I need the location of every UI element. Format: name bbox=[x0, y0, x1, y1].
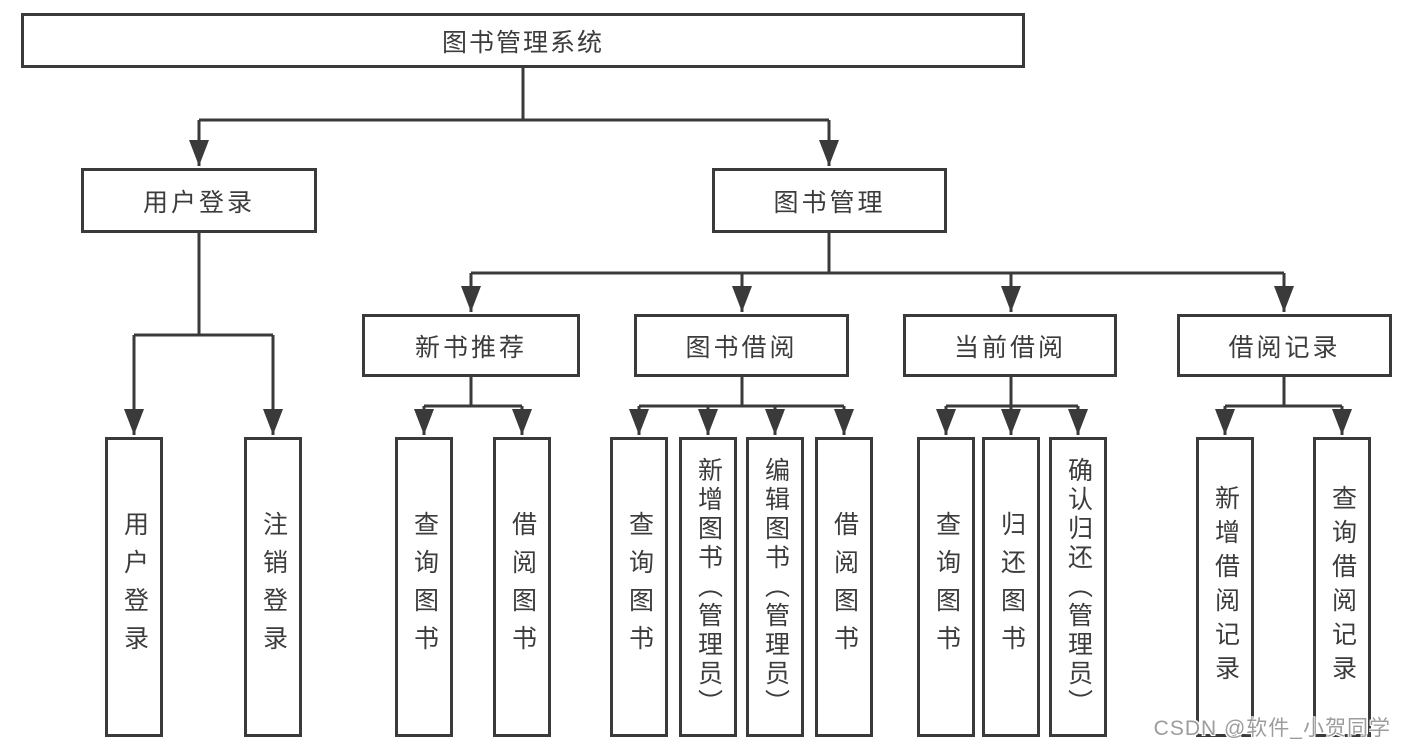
leaf-borrow-books-recommend: 借阅图书 bbox=[493, 437, 551, 737]
node-user-login: 用户登录 bbox=[81, 168, 317, 233]
node-current-borrowing: 当前借阅 bbox=[903, 314, 1117, 377]
leaf-edit-book-admin-label: 编辑图书（管理员） bbox=[761, 456, 790, 718]
leaf-query-books-recommend: 查询图书 bbox=[395, 437, 453, 737]
connector-current-split bbox=[946, 377, 1078, 408]
leaf-query-borrow-record-label: 查询借阅记录 bbox=[1328, 485, 1357, 689]
leaf-confirm-return-admin-label: 确认归还（管理员） bbox=[1064, 456, 1093, 718]
connector-records-split bbox=[1225, 377, 1342, 408]
node-borrowing-records: 借阅记录 bbox=[1177, 314, 1392, 377]
leaf-logout-label: 注销登录 bbox=[259, 511, 288, 663]
node-book-management: 图书管理 bbox=[712, 168, 947, 233]
csdn-watermark: CSDN @软件_小贺同学 bbox=[1153, 717, 1391, 740]
leaf-confirm-return-admin: 确认归还（管理员） bbox=[1049, 437, 1107, 737]
node-root-library-system: 图书管理系统 bbox=[21, 13, 1025, 68]
leaf-user-login-label: 用户登录 bbox=[120, 511, 149, 663]
leaf-borrow-books-borrowing-label: 借阅图书 bbox=[830, 511, 859, 663]
node-book-borrowing: 图书借阅 bbox=[634, 314, 849, 377]
connector-recommend-split bbox=[424, 377, 522, 408]
leaf-edit-book-admin: 编辑图书（管理员） bbox=[746, 437, 804, 737]
leaf-query-books-recommend-label: 查询图书 bbox=[410, 511, 439, 663]
leaf-return-books-label: 归还图书 bbox=[997, 511, 1026, 663]
leaf-add-borrow-record-label: 新增借阅记录 bbox=[1211, 485, 1240, 689]
leaf-return-books: 归还图书 bbox=[982, 437, 1040, 737]
leaf-logout: 注销登录 bbox=[244, 437, 302, 737]
leaf-borrow-books-recommend-label: 借阅图书 bbox=[508, 511, 537, 663]
leaf-query-borrow-record: 查询借阅记录 bbox=[1313, 437, 1371, 737]
leaf-query-books-borrowing-label: 查询图书 bbox=[625, 511, 654, 663]
leaf-add-book-admin: 新增图书（管理员） bbox=[679, 437, 737, 737]
leaf-add-borrow-record: 新增借阅记录 bbox=[1196, 437, 1254, 737]
leaf-query-books-borrowing: 查询图书 bbox=[610, 437, 668, 737]
leaf-borrow-books-borrowing: 借阅图书 bbox=[815, 437, 873, 737]
connector-borrowing-split bbox=[639, 377, 844, 408]
node-new-book-recommendation: 新书推荐 bbox=[362, 314, 580, 377]
leaf-query-books-current: 查询图书 bbox=[917, 437, 975, 737]
leaf-add-book-admin-label: 新增图书（管理员） bbox=[694, 456, 723, 718]
leaf-query-books-current-label: 查询图书 bbox=[932, 511, 961, 663]
leaf-user-login: 用户登录 bbox=[105, 437, 163, 737]
